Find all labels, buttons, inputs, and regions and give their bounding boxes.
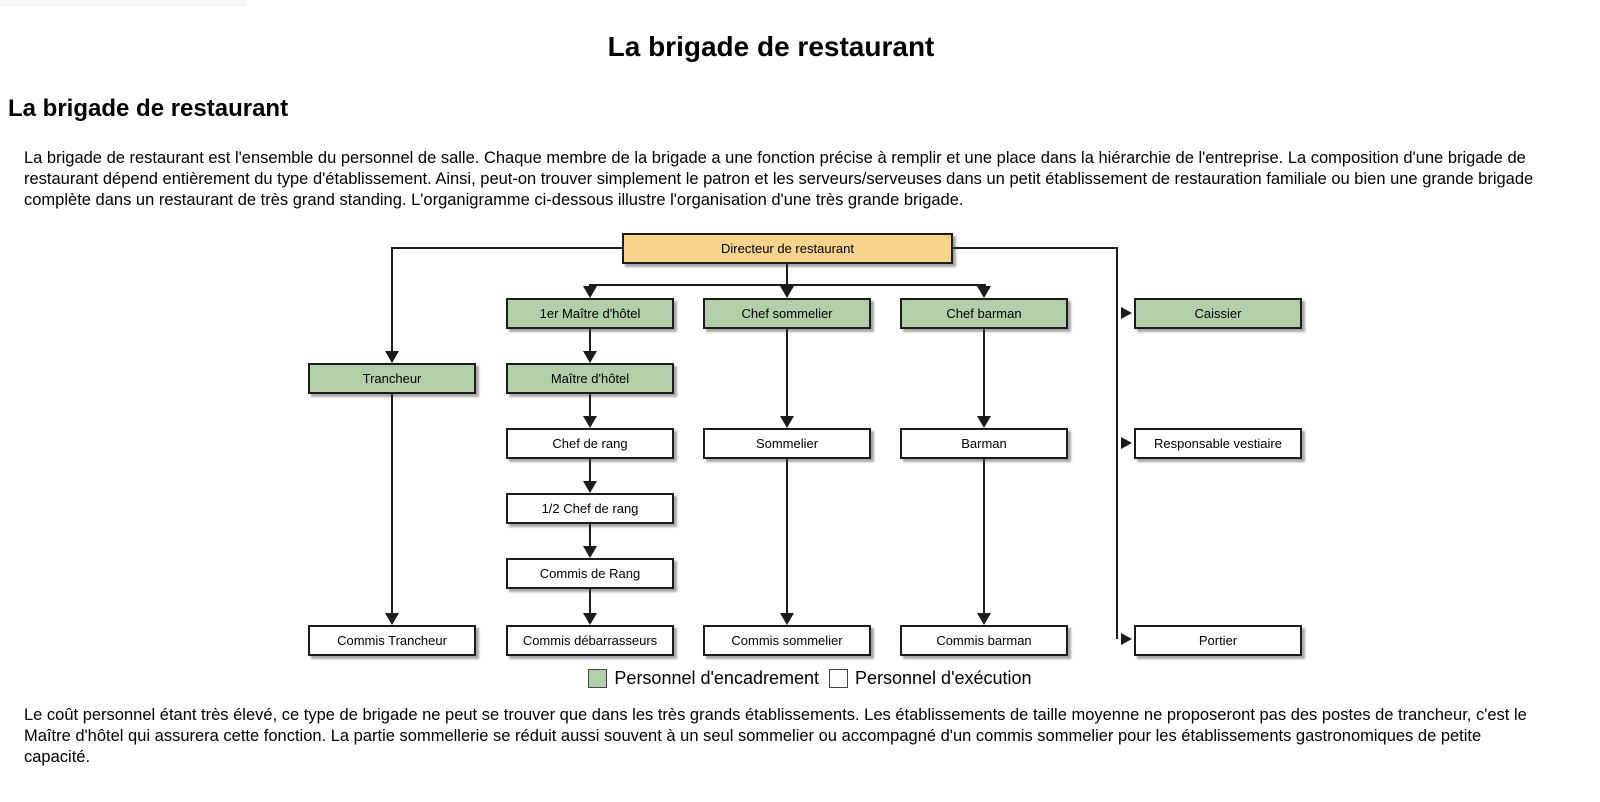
connector-line [589,589,591,614]
org-node-commis-sommelier: Commis sommelier [703,625,871,656]
connector-line [589,459,591,482]
org-node-commis-trancheur: Commis Trancheur [308,625,476,656]
connector-line [589,329,591,352]
legend-label-execution: Personnel d'exécution [855,668,1032,688]
connector-line [983,459,985,614]
legend-swatch-execution [829,669,848,688]
org-node-chef-sommelier: Chef sommelier [703,298,871,329]
page-title: La brigade de restaurant [607,31,935,62]
arrow-down-icon [583,613,597,625]
arrow-down-icon [583,416,597,428]
arrow-down-icon [583,546,597,558]
org-node-commis-debarrasseurs: Commis débarrasseurs [506,625,674,656]
top-strip [0,0,247,6]
arrow-down-icon [780,416,794,428]
arrow-down-icon [385,351,399,363]
connector-line [391,247,393,353]
arrow-right-icon [1121,437,1132,449]
arrow-down-icon [780,613,794,625]
paragraph-intro: La brigade de restaurant est l'ensemble … [24,149,1534,209]
org-node-barman: Barman [900,428,1068,459]
connector-line [392,247,622,249]
connector-line [589,394,591,417]
section-heading: La brigade de restaurant [8,95,289,122]
org-node-caissier: Caissier [1134,298,1302,329]
connector-line [589,284,986,286]
legend-item-encadrement: Personnel d'encadrement [588,668,819,689]
connector-line [391,394,393,614]
arrow-down-icon [977,613,991,625]
arrow-down-icon [583,286,597,298]
org-node-maitre-dhotel: Maître d'hôtel [506,363,674,394]
connector-line [589,524,591,547]
org-node-1er-maitre-dhotel: 1er Maître d'hôtel [506,298,674,329]
legend-label-encadrement: Personnel d'encadrement [614,668,819,688]
arrow-down-icon [583,351,597,363]
connector-line [786,264,788,285]
org-node-directeur: Directeur de restaurant [622,233,953,264]
connector-line [983,329,985,417]
org-node-demi-chef-de-rang: 1/2 Chef de rang [506,493,674,524]
org-node-commis-barman: Commis barman [900,625,1068,656]
arrow-down-icon [583,481,597,493]
connector-line [953,247,1118,249]
arrow-down-icon [780,286,794,298]
org-node-trancheur: Trancheur [308,363,476,394]
chart-legend: Personnel d'encadrement Personnel d'exéc… [0,668,1600,689]
arrow-down-icon [385,613,399,625]
legend-item-execution: Personnel d'exécution [829,668,1032,689]
arrow-down-icon [977,416,991,428]
org-node-responsable-vestiaire: Responsable vestiaire [1134,428,1302,459]
org-node-portier: Portier [1134,625,1302,656]
org-node-sommelier: Sommelier [703,428,871,459]
arrow-right-icon [1121,633,1132,645]
org-node-chef-de-rang: Chef de rang [506,428,674,459]
arrow-down-icon [977,286,991,298]
connector-line [786,459,788,614]
connector-line [786,329,788,417]
connector-line [1116,247,1118,639]
paragraph-conclusion: Le coût personnel étant très élevé, ce t… [24,706,1527,766]
org-node-chef-barman: Chef barman [900,298,1068,329]
arrow-right-icon [1121,307,1132,319]
legend-swatch-encadrement [588,669,608,688]
org-node-commis-de-rang: Commis de Rang [506,558,674,589]
